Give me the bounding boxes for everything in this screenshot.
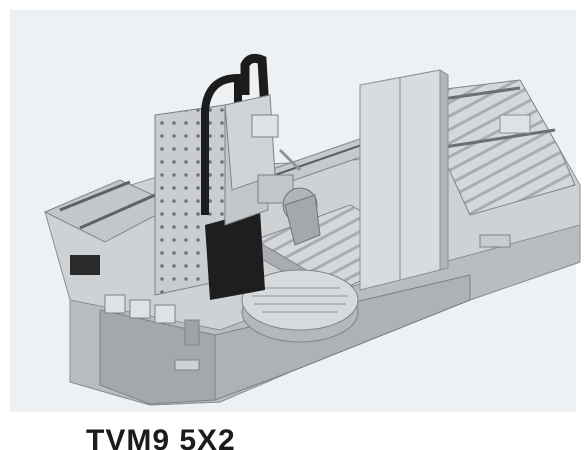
model-caption: TVM9 5X2 — [86, 422, 286, 450]
front-details — [104, 234, 511, 371]
machine-render — [43, 53, 581, 406]
model-caption-text: TVM9 5X2 — [86, 424, 236, 450]
rotary-table — [241, 269, 359, 343]
cable-hose — [201, 53, 270, 215]
spindle-head — [224, 94, 321, 246]
partition-wall — [359, 69, 449, 291]
